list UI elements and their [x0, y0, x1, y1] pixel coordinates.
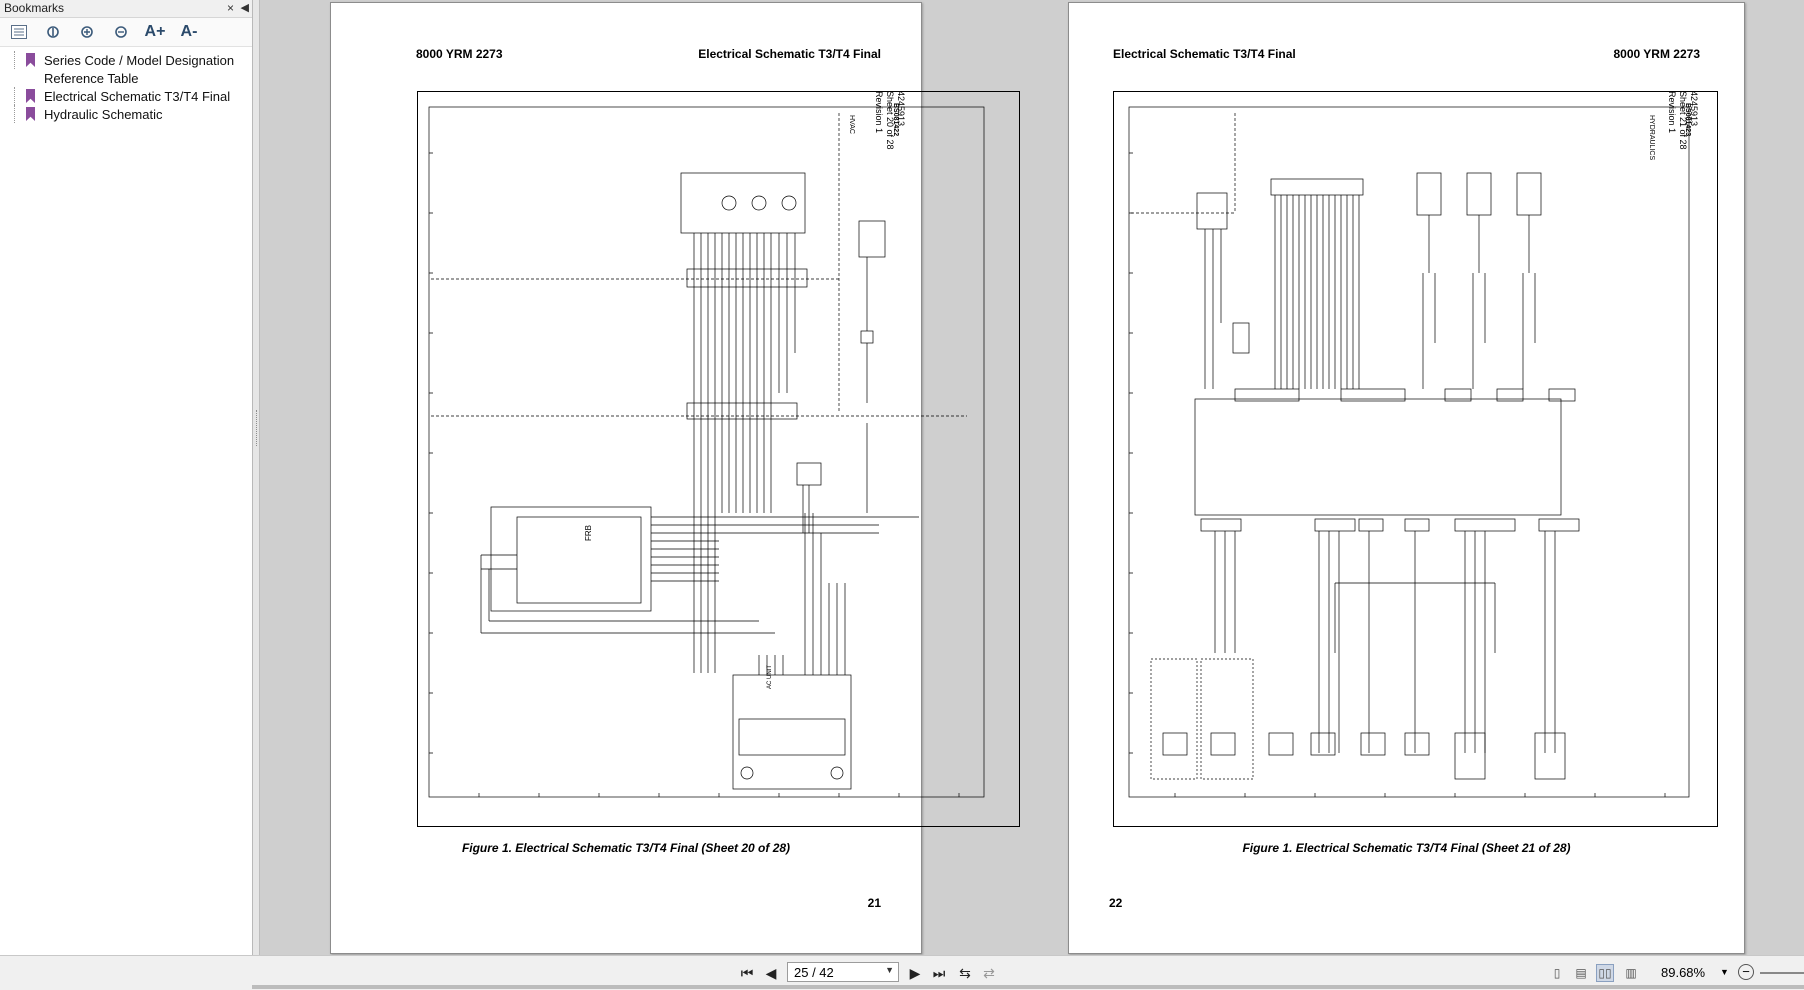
chevron-down-icon[interactable]: ▼ [885, 965, 894, 975]
revision: Revision 1 [1667, 91, 1677, 134]
page-22: Electrical Schematic T3/T4 Final 8000 YR… [1068, 2, 1745, 954]
figure-caption: Figure 1. Electrical Schematic T3/T4 Fin… [1242, 841, 1571, 855]
font-decrease-icon[interactable]: A- [180, 23, 198, 40]
bookmarks-panel: Bookmarks × ◀ A+ A- Series Code / Model … [0, 0, 253, 955]
next-page-icon[interactable]: ▶ [909, 964, 921, 981]
bookmarks-title: Bookmarks [4, 1, 65, 15]
bookmarks-list: Series Code / Model Designation Referenc… [0, 47, 252, 123]
font-increase-icon[interactable]: A+ [144, 23, 166, 40]
page-number-value: 25 / 42 [794, 964, 834, 980]
next-view-icon[interactable]: ⇄ [983, 964, 995, 981]
schematic-frame [417, 91, 1020, 827]
first-page-icon[interactable]: ⏮ [740, 964, 754, 981]
continuous-view-icon[interactable]: ▤ [1575, 966, 1587, 980]
bookmark-label: Hydraulic Schematic [44, 106, 163, 122]
sheet-id-block: 4245913 Sheet 20 of 28 Revision 1 [873, 91, 906, 150]
revision: Revision 1 [874, 91, 884, 134]
section-label: HYDRAULICS [1648, 115, 1655, 161]
electrical-schematic-sheet-21 [1128, 106, 1690, 798]
page-title: Electrical Schematic T3/T4 Final [698, 47, 881, 61]
bookmark-hydraulic-schematic[interactable]: Hydraulic Schematic [0, 105, 252, 123]
electrical-schematic-sheet-20: AC UNIT FRB [428, 106, 985, 798]
splitter-grip[interactable] [256, 410, 258, 446]
two-page-view-icon[interactable]: ▯▯ [1596, 964, 1614, 982]
page-number: 21 [867, 896, 881, 910]
zoom-out-icon[interactable]: − [1738, 964, 1754, 980]
bookmarks-toolbar: A+ A- [0, 18, 252, 47]
bookmark-label: Electrical Schematic T3/T4 Final [44, 88, 231, 104]
horizontal-scrollbar[interactable] [252, 985, 1804, 989]
tree-line [14, 87, 27, 105]
bookmark-series-code[interactable]: Series Code / Model Designation [0, 51, 252, 69]
bookmark-series-code-sub[interactable]: Reference Table [0, 69, 252, 87]
continuous-two-page-view-icon[interactable]: ▥ [1625, 966, 1637, 980]
figure-caption: Figure 1. Electrical Schematic T3/T4 Fin… [461, 841, 791, 855]
doc-code: 8000 YRM 2273 [416, 47, 503, 61]
page-number-field[interactable]: 25 / 42 ▼ [787, 962, 899, 982]
doc-code: 8000 YRM 2273 [1613, 47, 1700, 61]
single-page-view-icon[interactable]: ▯ [1553, 966, 1561, 980]
bookmark-label: Reference Table [44, 70, 139, 86]
bookmark-label: Series Code / Model Designation [44, 52, 235, 68]
previous-view-icon[interactable]: ⇆ [959, 964, 971, 981]
previous-page-icon[interactable]: ◀ [765, 964, 777, 981]
bookmark-icon [26, 53, 35, 67]
bookmark-expand-icon[interactable] [42, 22, 64, 42]
drawing-code: BS081422 [892, 103, 899, 137]
bookmark-icon [26, 89, 35, 103]
section-label: HVAC [848, 115, 855, 134]
zoom-level[interactable]: 89.68% [1661, 965, 1706, 980]
ac-unit-label: AC UNIT [767, 665, 773, 689]
drawing-code: BS081423 [1684, 103, 1691, 137]
options-list-icon[interactable] [8, 22, 30, 42]
tree-line [14, 105, 27, 123]
panel-splitter[interactable] [253, 0, 260, 955]
frb-label: FRB [584, 525, 593, 541]
bookmarks-header: Bookmarks × ◀ [0, 0, 252, 18]
collapse-panel-icon[interactable]: ◀ [240, 2, 249, 14]
close-icon[interactable]: × [226, 1, 234, 15]
page-21: 8000 YRM 2273 Electrical Schematic T3/T4… [330, 2, 1020, 954]
bookmark-add-icon[interactable] [76, 22, 98, 42]
document-viewer[interactable]: 8000 YRM 2273 Electrical Schematic T3/T4… [260, 0, 1804, 955]
sheet-id-block: 4245913 Sheet 21 of 28 Revision 1 [1666, 91, 1699, 150]
page-number: 22 [1109, 896, 1123, 910]
bookmark-delete-icon[interactable] [110, 22, 132, 42]
page-title: Electrical Schematic T3/T4 Final [1113, 47, 1296, 61]
bookmark-electrical-schematic[interactable]: Electrical Schematic T3/T4 Final [0, 87, 252, 105]
zoom-dropdown-icon[interactable]: ▼ [1720, 967, 1729, 977]
last-page-icon[interactable]: ⏭ [932, 964, 946, 981]
bookmark-icon [26, 107, 35, 121]
tree-line [14, 51, 27, 69]
zoom-slider[interactable] [1760, 972, 1804, 974]
schematic-frame [1113, 91, 1718, 827]
status-bar: ⏮ ◀ 25 / 42 ▼ ▶ ⏭ ⇆ ⇄ ▯ ▤ ▯▯ ▥ 89.68% ▼ … [0, 955, 1804, 990]
